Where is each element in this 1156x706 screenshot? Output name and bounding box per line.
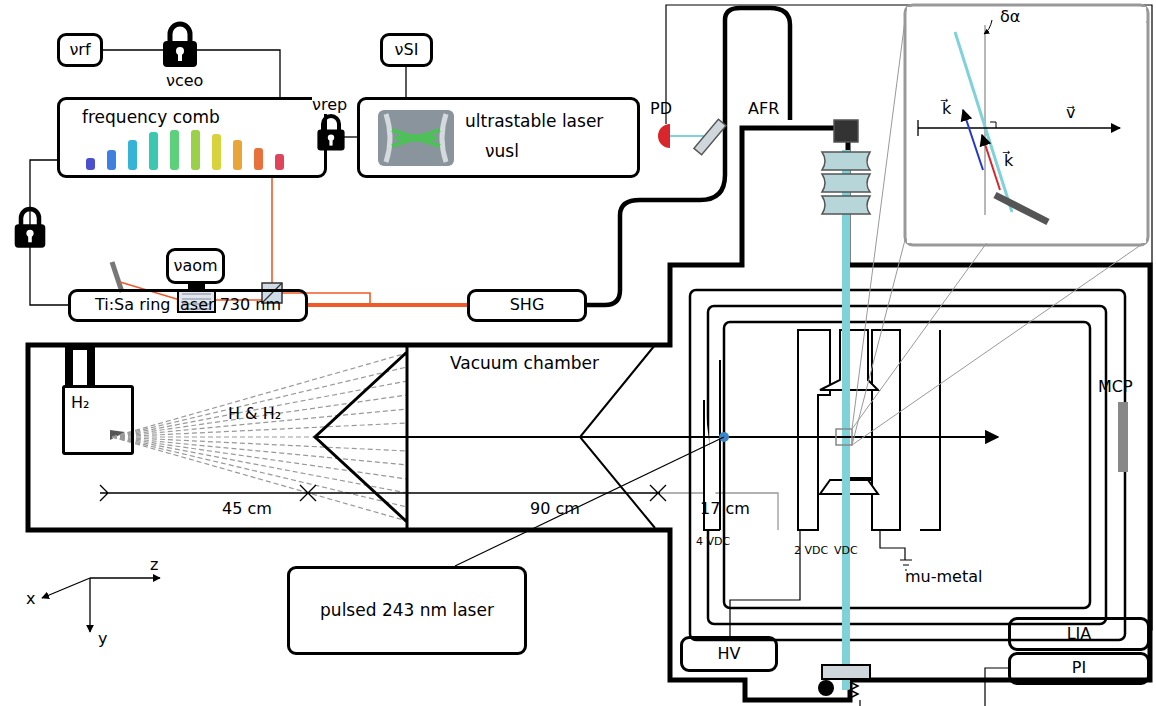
annotation-label: δα: [1000, 8, 1020, 26]
piezo: [850, 682, 858, 698]
labelled-box: frequency comb: [57, 97, 327, 178]
spectroscopy-beam: [842, 150, 850, 690]
edge-label: νrep: [312, 96, 347, 114]
annotation-label: y: [98, 630, 107, 648]
labelled-box: PI: [1008, 652, 1150, 685]
comb-lines: [86, 130, 284, 170]
box-text: SHG: [510, 296, 545, 314]
annotation-label: 17 cm: [700, 500, 750, 518]
mcp-detector: [1118, 402, 1128, 472]
connector: [308, 303, 467, 307]
lock-symbol: [163, 24, 197, 67]
cavity-icon: [378, 110, 454, 166]
lock-symbol: [15, 209, 46, 248]
signal-wire: [666, 5, 1152, 630]
annotation-label: H & H₂: [228, 405, 281, 423]
atomic-beam: [315, 436, 998, 438]
box-text: LIA: [1067, 625, 1092, 643]
annotation-label: x: [26, 590, 35, 608]
labelled-box: HV: [680, 636, 778, 672]
annotation-label: 4 VDC: [696, 536, 730, 548]
annotation-label: MCP: [1098, 378, 1133, 396]
box-text: νSI: [395, 41, 419, 59]
leader-line: [455, 437, 724, 566]
annotation-label: mu-metal: [905, 568, 982, 586]
axes: [42, 578, 160, 632]
annotation-label: 2 VDC: [794, 545, 828, 557]
afr-optics: [822, 120, 870, 214]
annotation-label: k⃗: [1004, 152, 1013, 170]
lock-symbol: [317, 116, 344, 150]
fiber: [587, 8, 790, 305]
retro-mirror: [822, 665, 870, 679]
annotation-label: VDC: [834, 545, 858, 557]
box-text: frequency comb: [82, 108, 324, 128]
labelled-box: νrf: [57, 33, 103, 67]
pickoff-mirror: [694, 119, 726, 155]
labelled-box: pulsed 243 nm laser: [287, 566, 527, 655]
box-text: Ti:Sa ring laser 730 nm: [95, 296, 281, 314]
box-text: νaom: [173, 257, 217, 275]
mirror: [112, 262, 122, 292]
annotation-label: Vacuum chamber: [450, 354, 599, 373]
box-text: HV: [718, 645, 741, 663]
annotation-label: 45 cm: [222, 500, 272, 518]
labelled-box: LIA: [1008, 617, 1150, 651]
labelled-box: SHG: [467, 289, 587, 322]
labelled-box: ultrastable laser νusl: [357, 97, 640, 178]
dimension-line: [100, 485, 666, 501]
connector: [405, 67, 406, 97]
box-text: pulsed 243 nm laser: [320, 601, 494, 621]
annotation-label: z: [150, 556, 158, 574]
mu-metal-shield: [690, 290, 1125, 640]
laser-beam: [120, 178, 370, 305]
box-text: νusl: [485, 142, 519, 162]
annotation-label: k⃗: [942, 100, 951, 118]
annotation-label: PD: [650, 100, 672, 118]
labelled-box: H₂: [62, 385, 134, 455]
annotation-label: 90 cm: [530, 500, 580, 518]
inset-frame: [905, 5, 1148, 245]
annotation-label: νceo: [166, 72, 203, 90]
annotation-label: AFR: [748, 100, 779, 118]
box-text: H₂: [71, 394, 131, 412]
box-text: ultrastable laser: [465, 112, 603, 132]
labelled-box: Ti:Sa ring laser 730 nm: [68, 289, 308, 322]
photodiode: [658, 124, 670, 148]
gas-inlet: [65, 345, 95, 385]
labelled-box: νaom: [166, 248, 225, 284]
labelled-box: νSI: [380, 33, 433, 67]
box-text: νrf: [69, 41, 90, 59]
box-text: PI: [1072, 659, 1086, 677]
annotation-label: v⃗: [1066, 104, 1075, 122]
